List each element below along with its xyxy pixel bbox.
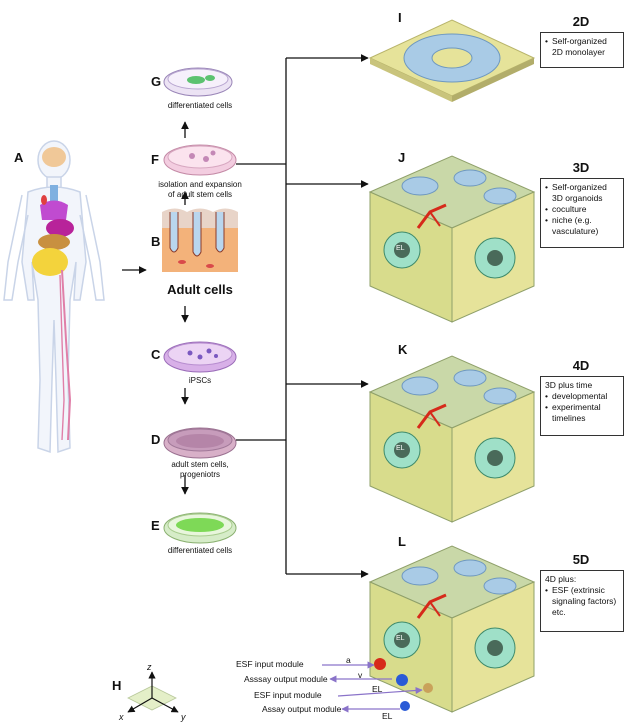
connector-lines: [236, 54, 369, 578]
label-assay-output-2: Assay output module: [262, 704, 342, 714]
label-d: D: [151, 432, 161, 447]
cube-5d-el-label: EL: [396, 635, 405, 642]
cube-4d-el-label: EL: [396, 445, 405, 452]
intro-5d: 4D plus:: [545, 574, 577, 584]
label-a: A: [14, 150, 24, 165]
cube-3d-el-label: EL: [396, 245, 405, 252]
axis-label-x: x: [119, 712, 124, 722]
label-esf-input-1: ESF input module: [236, 659, 304, 669]
plate-2d: [368, 19, 536, 102]
label-assay-output-1: Asssay output module: [244, 674, 328, 684]
label-el-arrow-1: EL: [372, 684, 383, 694]
caption-differentiated-cells-bottom: differentiated cells: [167, 546, 233, 555]
caption-isolation-line2: of adult stem cells: [167, 190, 233, 199]
label-e: E: [151, 518, 160, 533]
label-j: J: [398, 150, 406, 165]
caption-adult-cells: Adult cells: [167, 282, 233, 297]
cube-5d: [368, 545, 536, 713]
item-4d-0: developmental: [545, 391, 619, 402]
item-5d-0: ESF (extrinsic signaling factors) etc.: [545, 585, 619, 618]
caption-differentiated-cells-top: differentiated cells: [167, 101, 233, 110]
axis-label-y: y: [181, 712, 186, 722]
label-v-arrow: v: [358, 670, 363, 680]
organs-illustration: [32, 147, 74, 441]
adult-cells-tissue: [162, 208, 238, 272]
item-2d-0: Self-organized 2D monolayer: [545, 36, 619, 58]
dish-g: [163, 67, 233, 97]
dish-e: [163, 512, 237, 544]
intro-4d: 3D plus time: [545, 380, 593, 390]
axes-icon: [127, 671, 179, 713]
caption-adult-stem-cells: adult stem cells,: [171, 460, 229, 469]
cube-4d: [368, 355, 536, 523]
title-3d: 3D: [572, 160, 590, 175]
box-2d: Self-organized 2D monolayer: [540, 32, 624, 68]
title-2d: 2D: [572, 14, 590, 29]
label-c: C: [151, 347, 161, 362]
caption-isolation-line1: isolation and expansion: [158, 180, 242, 189]
label-h: H: [112, 678, 122, 693]
label-f: F: [151, 152, 159, 167]
dish-d: [163, 427, 237, 459]
dish-c: [163, 341, 237, 373]
title-5d: 5D: [572, 552, 590, 567]
box-4d: 3D plus time developmental experimental …: [540, 376, 624, 436]
dish-f: [163, 144, 237, 176]
label-a-arrow: a: [346, 655, 351, 665]
label-esf-input-2: ESF input module: [254, 690, 322, 700]
label-el-arrow-2: EL: [382, 711, 393, 721]
title-4d: 4D: [572, 358, 590, 373]
label-i: I: [398, 10, 402, 25]
cube-3d: [368, 155, 536, 323]
label-g: G: [151, 74, 162, 89]
axis-label-z: z: [147, 662, 152, 672]
box-3d: Self-organized 3D organoids coculture ni…: [540, 178, 624, 248]
label-k: K: [398, 342, 408, 357]
item-4d-1: experimental timelines: [545, 402, 619, 424]
module-arrows: [322, 661, 423, 713]
item-3d-0: Self-organized 3D organoids: [545, 182, 619, 204]
item-3d-2: niche (e.g. vasculature): [545, 215, 619, 237]
label-l: L: [398, 534, 406, 549]
caption-progenitors: progeniotrs: [179, 470, 221, 479]
item-3d-1: coculture: [545, 204, 619, 215]
label-b: B: [151, 234, 161, 249]
box-5d: 4D plus: ESF (extrinsic signaling factor…: [540, 570, 624, 632]
caption-ipscs: iPSCs: [188, 376, 212, 385]
